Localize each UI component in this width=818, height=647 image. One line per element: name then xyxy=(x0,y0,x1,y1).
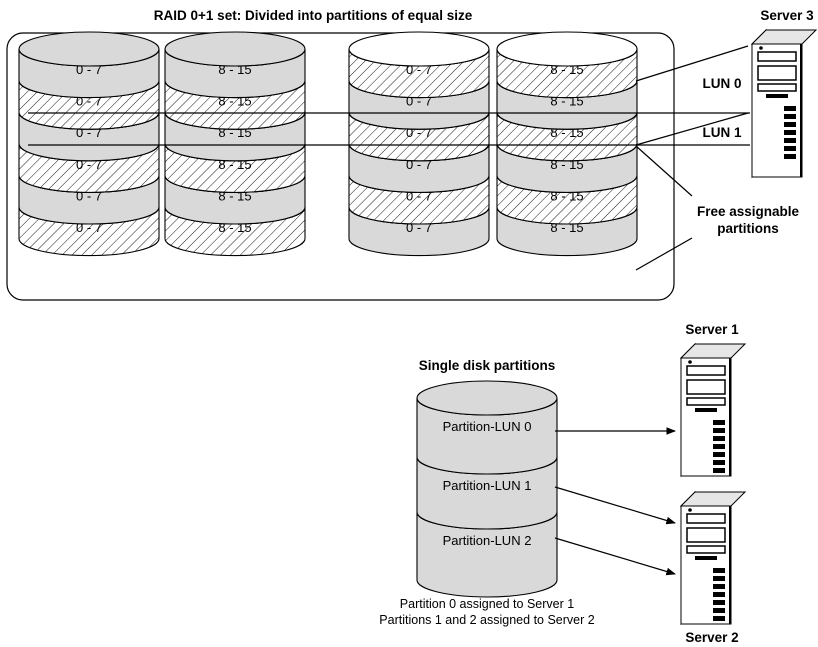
server-drive-bay xyxy=(686,527,726,543)
raid-disks: 0 - 70 - 70 - 70 - 70 - 70 - 78 - 158 - … xyxy=(18,31,638,257)
server2-label: Server 2 xyxy=(685,630,738,645)
server-floppy-slot xyxy=(695,408,717,412)
server-vent xyxy=(784,138,796,143)
raid-disk-top xyxy=(18,31,160,67)
server-vent xyxy=(713,420,725,425)
server-edge xyxy=(729,506,731,624)
server-vent xyxy=(713,576,725,581)
server-vent xyxy=(713,452,725,457)
single-caption-line1: Partition 0 assigned to Server 1 xyxy=(400,597,574,611)
single-partition-label: Partition-LUN 2 xyxy=(443,533,532,548)
server-top-face xyxy=(679,491,747,507)
raid-set-box xyxy=(6,32,675,301)
server-vent xyxy=(713,436,725,441)
server-floppy-slot xyxy=(695,556,717,560)
server-vent xyxy=(713,568,725,573)
server-floppy-slot xyxy=(766,94,788,98)
server1-icon xyxy=(679,342,747,478)
single-partition-label: Partition-LUN 0 xyxy=(443,419,532,434)
server3-connector-lun1 xyxy=(635,112,749,146)
single-disk: Partition-LUN 2 Partition-LUN 1 Partition-… xyxy=(416,380,558,598)
free-connector-top xyxy=(635,145,693,197)
server-vent xyxy=(713,616,725,621)
server-drive-bay xyxy=(757,83,797,92)
server-drive-bay xyxy=(757,65,797,81)
server-vent xyxy=(784,106,796,111)
single-partition-label: Partition-LUN 1 xyxy=(443,478,532,493)
server-vent xyxy=(713,468,725,473)
server-edge xyxy=(729,358,731,476)
server-drive-bay xyxy=(686,379,726,395)
server-edge xyxy=(800,44,802,177)
server-vent xyxy=(784,114,796,119)
single-disk-top xyxy=(416,380,558,416)
server-vent xyxy=(784,122,796,127)
server3-icon xyxy=(750,28,818,179)
lun0-label: LUN 0 xyxy=(702,76,741,91)
server-vent xyxy=(713,592,725,597)
server1-label: Server 1 xyxy=(685,322,739,337)
server-top-face xyxy=(750,29,818,45)
raid-disk: 0 - 70 - 70 - 70 - 70 - 70 - 7 xyxy=(18,31,160,257)
free-partitions-label-line1: Free assignable xyxy=(697,204,800,219)
raid-disk: 0 - 70 - 70 - 70 - 70 - 70 - 7 xyxy=(348,31,490,257)
server-power-led xyxy=(688,360,692,364)
server2-icon xyxy=(679,490,747,626)
server-vent xyxy=(784,154,796,159)
raid-disk-top xyxy=(164,31,306,67)
server-power-led xyxy=(688,508,692,512)
free-connector-bottom xyxy=(635,237,693,271)
server-drive-bay xyxy=(686,513,726,524)
server-vent xyxy=(713,444,725,449)
server-vent xyxy=(713,608,725,613)
single-caption-line2: Partitions 1 and 2 assigned to Server 2 xyxy=(379,613,594,627)
server-vent xyxy=(713,600,725,605)
server-drive-bay xyxy=(686,397,726,406)
server-vent xyxy=(784,146,796,151)
arrow-lun2-server2 xyxy=(554,537,676,576)
free-partitions-label-line2: partitions xyxy=(717,221,779,236)
server3-label: Server 3 xyxy=(760,8,814,23)
arrow-lun1-server2 xyxy=(554,486,676,525)
raid-disk-top xyxy=(348,31,490,67)
server-vent xyxy=(713,584,725,589)
lun1-label: LUN 1 xyxy=(702,125,741,140)
server-power-led xyxy=(759,46,763,50)
server3-connector-top xyxy=(635,45,749,82)
server-drive-bay xyxy=(757,51,797,62)
raid-disk: 8 - 158 - 158 - 158 - 158 - 158 - 15 xyxy=(164,31,306,257)
server-vent xyxy=(784,130,796,135)
single-disk-title: Single disk partitions xyxy=(419,358,556,373)
server-drive-bay xyxy=(686,365,726,376)
raid-disk-top xyxy=(496,31,638,67)
raid-disk: 8 - 158 - 158 - 158 - 158 - 158 - 15 xyxy=(496,31,638,257)
server-top-face xyxy=(679,343,747,359)
server-vent xyxy=(713,460,725,465)
raid-title: RAID 0+1 set: Divided into partitions of… xyxy=(154,8,473,23)
server-vent xyxy=(713,428,725,433)
server-drive-bay xyxy=(686,545,726,554)
